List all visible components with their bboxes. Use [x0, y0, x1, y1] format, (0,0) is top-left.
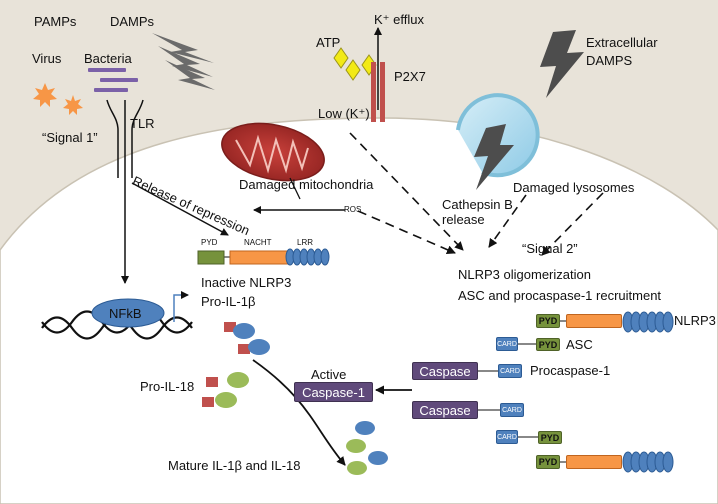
- asc-pyd-box: PYD: [536, 338, 560, 351]
- pro-il18-molecules: [202, 372, 249, 408]
- asc-card-box: CARD: [496, 337, 518, 351]
- p2x7-label: P2X7: [394, 69, 426, 84]
- tlr-label: TLR: [130, 116, 155, 131]
- pro-il18-label: Pro-IL-18: [140, 379, 195, 394]
- card-box-3: CARD: [496, 430, 518, 444]
- extracellular-damps-bolt-icon: [540, 30, 584, 98]
- nlrp3-lrr-domain: [622, 311, 674, 333]
- tlr-receptor: [106, 99, 144, 178]
- atp-label: ATP: [316, 35, 341, 50]
- lrr-domain-label: LRR: [297, 238, 314, 247]
- p2x7-channel: [371, 62, 385, 122]
- pro-il1b-label: Pro-IL-1β: [201, 294, 256, 309]
- pyd-box-4: PYD: [536, 455, 560, 469]
- asc-label: ASC: [566, 337, 593, 352]
- pyd-box-3: PYD: [538, 431, 562, 444]
- nlrp3-oligomerization-label: NLRP3 oligomerization: [458, 267, 591, 282]
- damps-bolt-icon: [152, 33, 215, 90]
- cathepsin-label-2: release: [442, 212, 485, 227]
- asc-recruitment-label: ASC and procaspase-1 recruitment: [458, 288, 662, 303]
- virus-label: Virus: [32, 51, 62, 66]
- ros-label: ROS: [344, 205, 362, 214]
- nacht-box-4: [566, 455, 622, 469]
- nlrp3-nacht-box: [566, 314, 622, 328]
- card-box-2: CARD: [500, 403, 524, 417]
- inactive-nlrp3-label: Inactive NLRP3: [201, 275, 292, 290]
- bacteria-icon: [88, 68, 138, 92]
- mature-il-molecules: [346, 421, 388, 475]
- k-efflux-label: K⁺ efflux: [374, 12, 424, 27]
- lysosome-bolt-icon: [474, 124, 514, 190]
- signal2-dashed-arrows: [349, 132, 604, 256]
- damps-label: DAMPs: [110, 14, 155, 29]
- cathepsin-label-1: Cathepsin B: [442, 197, 513, 212]
- release-repression-arrow: [131, 182, 229, 236]
- damaged-lysosomes-label: Damaged lysosomes: [513, 180, 635, 195]
- damaged-mitochondria: [221, 122, 325, 182]
- mature-il-label: Mature IL-1β and IL-18: [168, 458, 301, 473]
- transcription-arrow: [173, 291, 189, 322]
- nacht-domain-label: NACHT: [244, 238, 272, 247]
- active-caspase1-box: Caspase-1: [294, 382, 373, 402]
- nfkb-node: [91, 298, 165, 328]
- signal1-label: “Signal 1”: [42, 130, 98, 145]
- cleavage-arrow: [252, 359, 346, 466]
- virus-icon: [33, 83, 83, 115]
- nfkb-label: NFkB: [109, 306, 142, 321]
- nlrp3-complex-label: NLRP3: [674, 313, 716, 328]
- procaspase-caspase-box: Caspase: [412, 362, 478, 380]
- damaged-mitochondria-label: Damaged mitochondria: [239, 177, 374, 192]
- pamps-label: PAMPs: [34, 14, 77, 29]
- pro-il1b-molecules: [224, 322, 270, 355]
- low-k-label: Low (K⁺): [318, 106, 370, 121]
- mitochondria-to-ros-line: [289, 177, 301, 200]
- extracellular-damps-label-1: Extracellular: [586, 35, 658, 50]
- bottom-lrr-domain: [622, 451, 674, 473]
- signal2-label: “Signal 2”: [522, 241, 578, 256]
- atp-icon: [333, 47, 377, 81]
- procaspase-card-box: CARD: [498, 364, 522, 378]
- nlrp3-pyd-box: PYD: [536, 314, 560, 328]
- damaged-lysosome: [456, 93, 540, 190]
- bacteria-label: Bacteria: [84, 51, 132, 66]
- pyd-domain-label: PYD: [201, 238, 218, 247]
- extracellular-damps-label-2: DAMPS: [586, 53, 633, 68]
- caspase-box-2: Caspase: [412, 401, 478, 419]
- active-label: Active: [311, 367, 347, 382]
- inactive-nlrp3-protein: [197, 248, 330, 266]
- procaspase1-label: Procaspase-1: [530, 363, 611, 378]
